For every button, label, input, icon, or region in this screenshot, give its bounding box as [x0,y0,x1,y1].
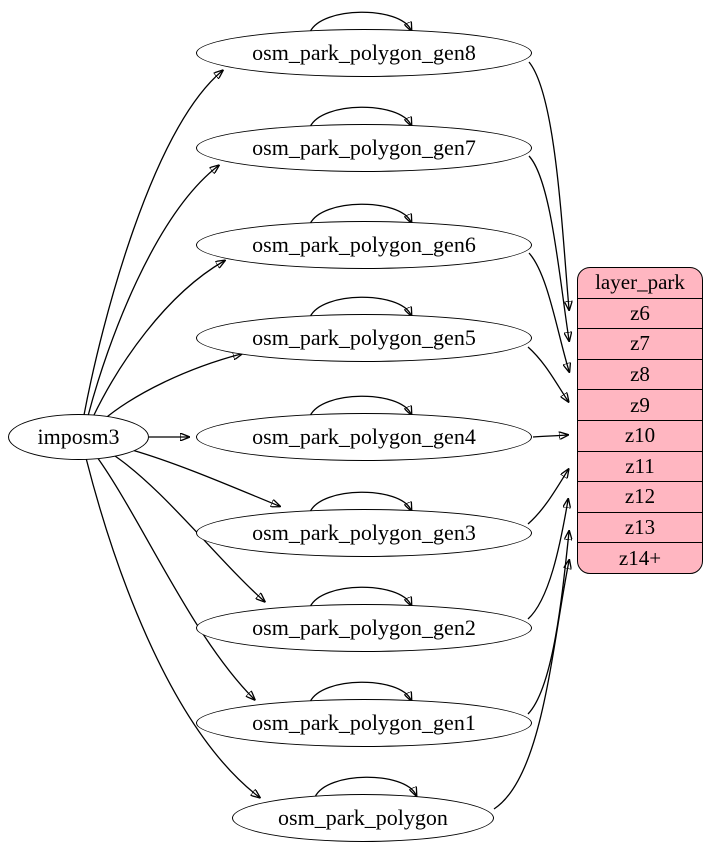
edge-gen1-to-z13 [527,532,569,715]
node-osm-park-polygon-gen3: osm_park_polygon_gen3 [196,509,532,557]
node-layer-park: layer_park z6 z7 z8 z9 z10 z11 z12 z13 z… [577,267,703,574]
layer-park-row-z11: z11 [578,450,702,482]
layer-park-row-z6: z6 [578,297,702,329]
node-osm-park-polygon: osm_park_polygon [232,794,494,842]
edge-imposm3-to-gen1 [96,456,254,699]
self-loop-gen1 [309,681,411,702]
self-loop-gen6 [309,203,411,224]
node-gen3-label: osm_park_polygon_gen3 [252,520,476,545]
edge-polygon-to-z14 [493,561,569,810]
layer-park-row-z14: z14+ [578,542,702,573]
layer-park-row-z13: z13 [578,511,702,543]
edge-imposm3-to-gen6 [92,261,224,418]
node-osm-park-polygon-gen4: osm_park_polygon_gen4 [196,413,532,461]
self-loop-gen7 [309,106,411,127]
self-loop-gen3 [309,491,411,512]
self-loop-gen5 [309,296,411,317]
node-osm-park-polygon-gen5: osm_park_polygon_gen5 [196,314,532,362]
layer-park-row-z10: z10 [578,419,702,451]
node-gen7-label: osm_park_polygon_gen7 [252,135,476,160]
edge-imposm3-to-gen5 [101,354,241,422]
node-osm-park-polygon-gen8: osm_park_polygon_gen8 [196,29,532,77]
edge-gen8-to-z6 [528,61,569,309]
node-imposm3: imposm3 [8,414,149,460]
layer-park-row-z9: z9 [578,389,702,420]
node-gen4-label: osm_park_polygon_gen4 [252,424,476,449]
self-loop-gen8 [309,11,411,32]
node-osm-park-polygon-gen7: osm_park_polygon_gen7 [196,124,532,172]
node-gen1-label: osm_park_polygon_gen1 [252,710,476,735]
edge-gen3-to-z11 [527,470,568,525]
layer-park-row-z8: z8 [578,358,702,390]
node-osm-park-polygon-gen1: osm_park_polygon_gen1 [196,699,532,747]
edge-gen4-to-z10 [532,435,567,437]
edge-gen5-to-z9 [527,346,568,401]
edge-imposm3-to-gen7 [87,166,218,417]
node-osm-park-polygon-gen2: osm_park_polygon_gen2 [196,604,532,652]
edge-imposm3-to-polygon [85,457,259,797]
node-gen5-label: osm_park_polygon_gen5 [252,325,476,350]
layer-park-row-z12: z12 [578,481,702,512]
node-osm-park-polygon-gen6: osm_park_polygon_gen6 [196,221,532,269]
node-gen6-label: osm_park_polygon_gen6 [252,232,476,257]
self-loop-polygon [314,776,416,797]
node-gen2-label: osm_park_polygon_gen2 [252,615,476,640]
edge-imposm3-to-gen2 [111,453,264,601]
layer-park-title: layer_park [595,270,685,295]
layer-park-row-z7: z7 [578,328,702,359]
node-imposm3-label: imposm3 [37,424,120,449]
self-loop-gen4 [309,395,411,416]
edge-gen7-to-z7 [528,155,569,340]
edge-imposm3-to-gen8 [83,71,222,416]
edge-imposm3-to-gen3 [131,449,279,506]
edge-gen6-to-z8 [528,252,569,371]
edge-gen2-to-z12 [527,500,568,620]
node-gen8-label: osm_park_polygon_gen8 [252,40,476,65]
self-loop-gen2 [309,586,411,607]
node-polygon-label: osm_park_polygon [278,805,448,830]
